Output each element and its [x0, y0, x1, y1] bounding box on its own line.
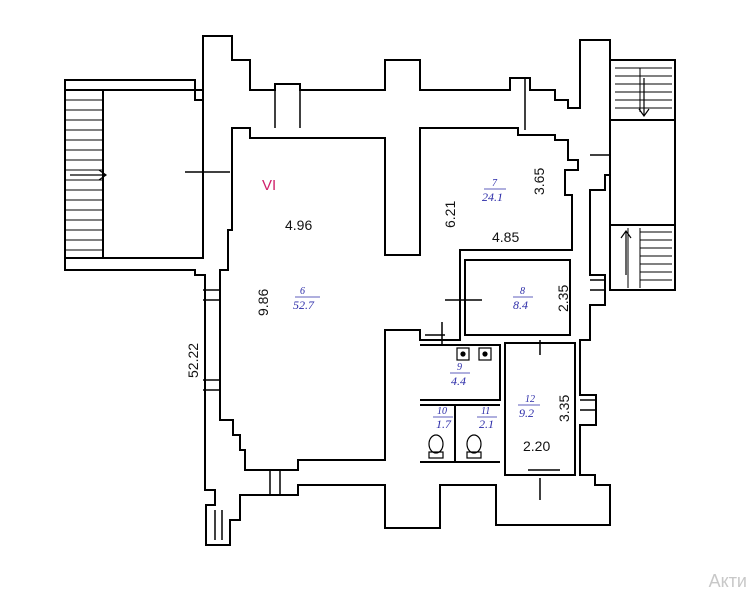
dim-3-35: 3.35: [556, 395, 572, 422]
walls: [64, 35, 676, 546]
dim-52-22: 52.22: [185, 343, 201, 378]
dim-6-21: 6.21: [442, 201, 458, 228]
svg-text:8: 8: [520, 286, 525, 297]
stair-arrow-icon: [70, 78, 650, 275]
floor-label: VI: [262, 177, 276, 194]
stair-treads: [65, 67, 672, 288]
svg-text:7: 7: [492, 178, 498, 189]
svg-text:6: 6: [300, 286, 305, 297]
labels: VI 4.96 9.86 52.22 6.21 3.65 4.85 2.35 3…: [185, 168, 572, 454]
svg-text:2.1: 2.1: [479, 417, 494, 431]
svg-text:8.4: 8.4: [513, 298, 528, 312]
dim-9-86: 9.86: [255, 289, 271, 316]
svg-text:52.7: 52.7: [293, 298, 315, 312]
room-10-label: 10 1.7: [433, 406, 453, 431]
svg-text:9.2: 9.2: [519, 406, 534, 420]
dim-4-85: 4.85: [492, 229, 519, 245]
door-marks: [185, 171, 560, 500]
sink-icon: [456, 347, 492, 361]
dim-2-20: 2.20: [523, 438, 550, 454]
room-9-label: 9 4.4: [450, 362, 470, 388]
room-6-label: 6 52.7: [293, 286, 320, 312]
svg-text:24.1: 24.1: [482, 190, 503, 204]
bathroom-fixtures: [428, 347, 492, 459]
svg-text:11: 11: [481, 406, 490, 417]
window-marks: [203, 78, 610, 540]
svg-text:9: 9: [457, 362, 462, 373]
svg-text:4.4: 4.4: [451, 374, 466, 388]
room-11-label: 11 2.1: [477, 406, 497, 431]
svg-text:10: 10: [437, 406, 447, 417]
room-12-label: 12 9.2: [518, 394, 540, 420]
dim-4-96: 4.96: [285, 217, 312, 233]
watermark: Акти: [708, 571, 747, 591]
dim-2-35: 2.35: [555, 285, 571, 312]
dim-3-65: 3.65: [531, 168, 547, 195]
room-7-label: 7 24.1: [482, 178, 506, 204]
room-8-label: 8 8.4: [513, 286, 533, 312]
toilet-icon: [428, 434, 482, 459]
svg-text:12: 12: [525, 394, 535, 405]
svg-text:1.7: 1.7: [436, 417, 452, 431]
